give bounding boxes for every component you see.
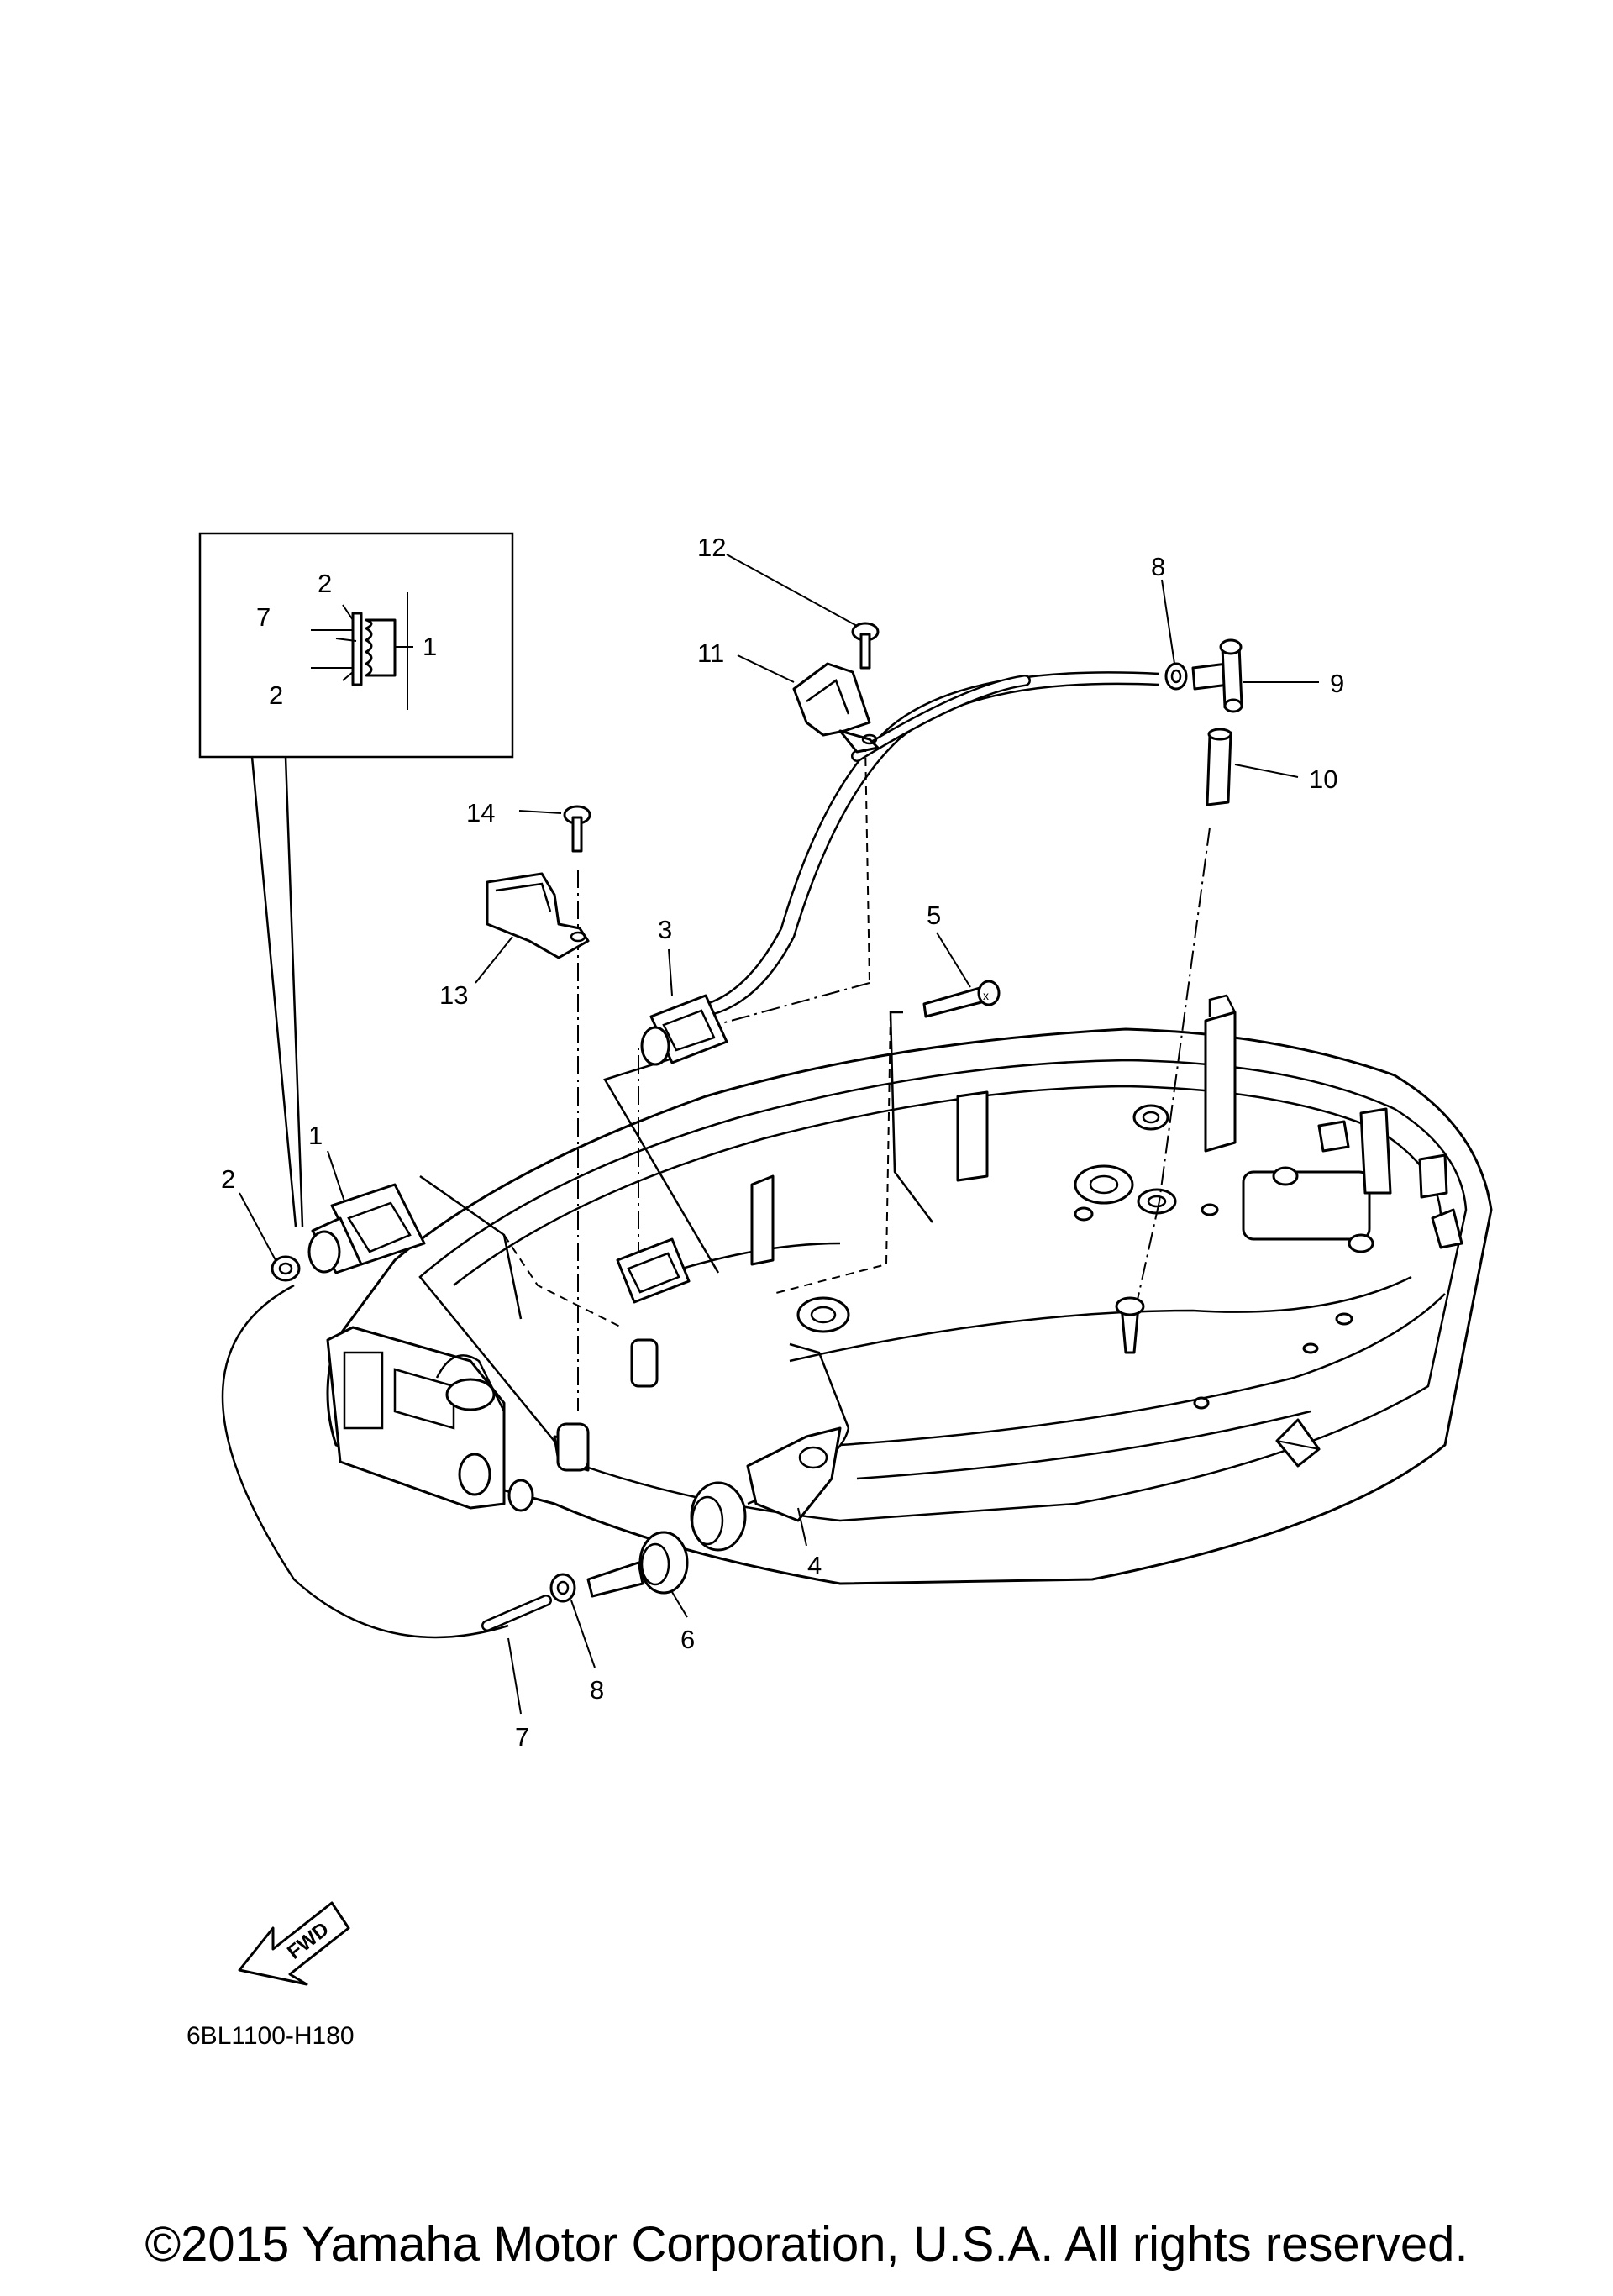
part-14-bolt [563, 805, 591, 853]
callout-9: 9 [1330, 669, 1344, 698]
callout-8-bottom: 8 [590, 1675, 604, 1705]
part-9-tee-joint [1191, 638, 1243, 713]
part-3-grommet [640, 994, 728, 1066]
callout-6: 6 [680, 1625, 695, 1654]
fwd-arrow-icon: FWD [238, 1901, 350, 1986]
part-7-hose [481, 1595, 552, 1631]
callout-4: 4 [807, 1551, 822, 1580]
callout-1: 1 [308, 1121, 323, 1150]
inset-detail [198, 532, 514, 1227]
callout-7: 7 [515, 1722, 529, 1752]
callout-12: 12 [697, 533, 726, 562]
callout-3: 3 [658, 915, 672, 944]
inset-callout-2-top: 2 [318, 569, 332, 598]
inset-callout-7: 7 [256, 602, 271, 632]
diagram-code: 6BL1100-H180 [187, 2022, 355, 2050]
callout-14: 14 [466, 798, 495, 828]
hose-routing [221, 671, 1211, 1639]
callout-8-top: 8 [1151, 552, 1165, 581]
part-1-grommet [307, 1183, 426, 1274]
inset-callout-2-bottom: 2 [269, 680, 283, 710]
part-12-bolt [851, 622, 880, 670]
part-8-clamp-bottom [549, 1573, 576, 1603]
part-11-bracket [792, 662, 880, 754]
callout-11: 11 [697, 638, 724, 668]
inset-callout-1: 1 [423, 632, 437, 661]
part-6-fitting [586, 1531, 689, 1598]
part-13-bracket [486, 872, 590, 959]
part-2-clip [271, 1255, 301, 1282]
part-4-fitting [690, 1426, 842, 1552]
callout-5: 5 [927, 901, 941, 930]
leader-lines [239, 554, 1319, 1715]
part-10-tube [1206, 728, 1232, 806]
part-3-installed [616, 1237, 691, 1304]
callout-2: 2 [221, 1164, 235, 1194]
svg-text:x: x [983, 989, 989, 1002]
part-8-clamp-top [1164, 662, 1188, 691]
copyright-notice: ©2015 Yamaha Motor Corporation, U.S.A. A… [144, 2217, 1469, 2272]
callout-13: 13 [439, 980, 468, 1010]
part-5-screw: x [922, 980, 1001, 1018]
drain-fitting [1115, 1296, 1145, 1354]
callout-10: 10 [1309, 764, 1337, 794]
bottom-cowling [326, 994, 1493, 1585]
